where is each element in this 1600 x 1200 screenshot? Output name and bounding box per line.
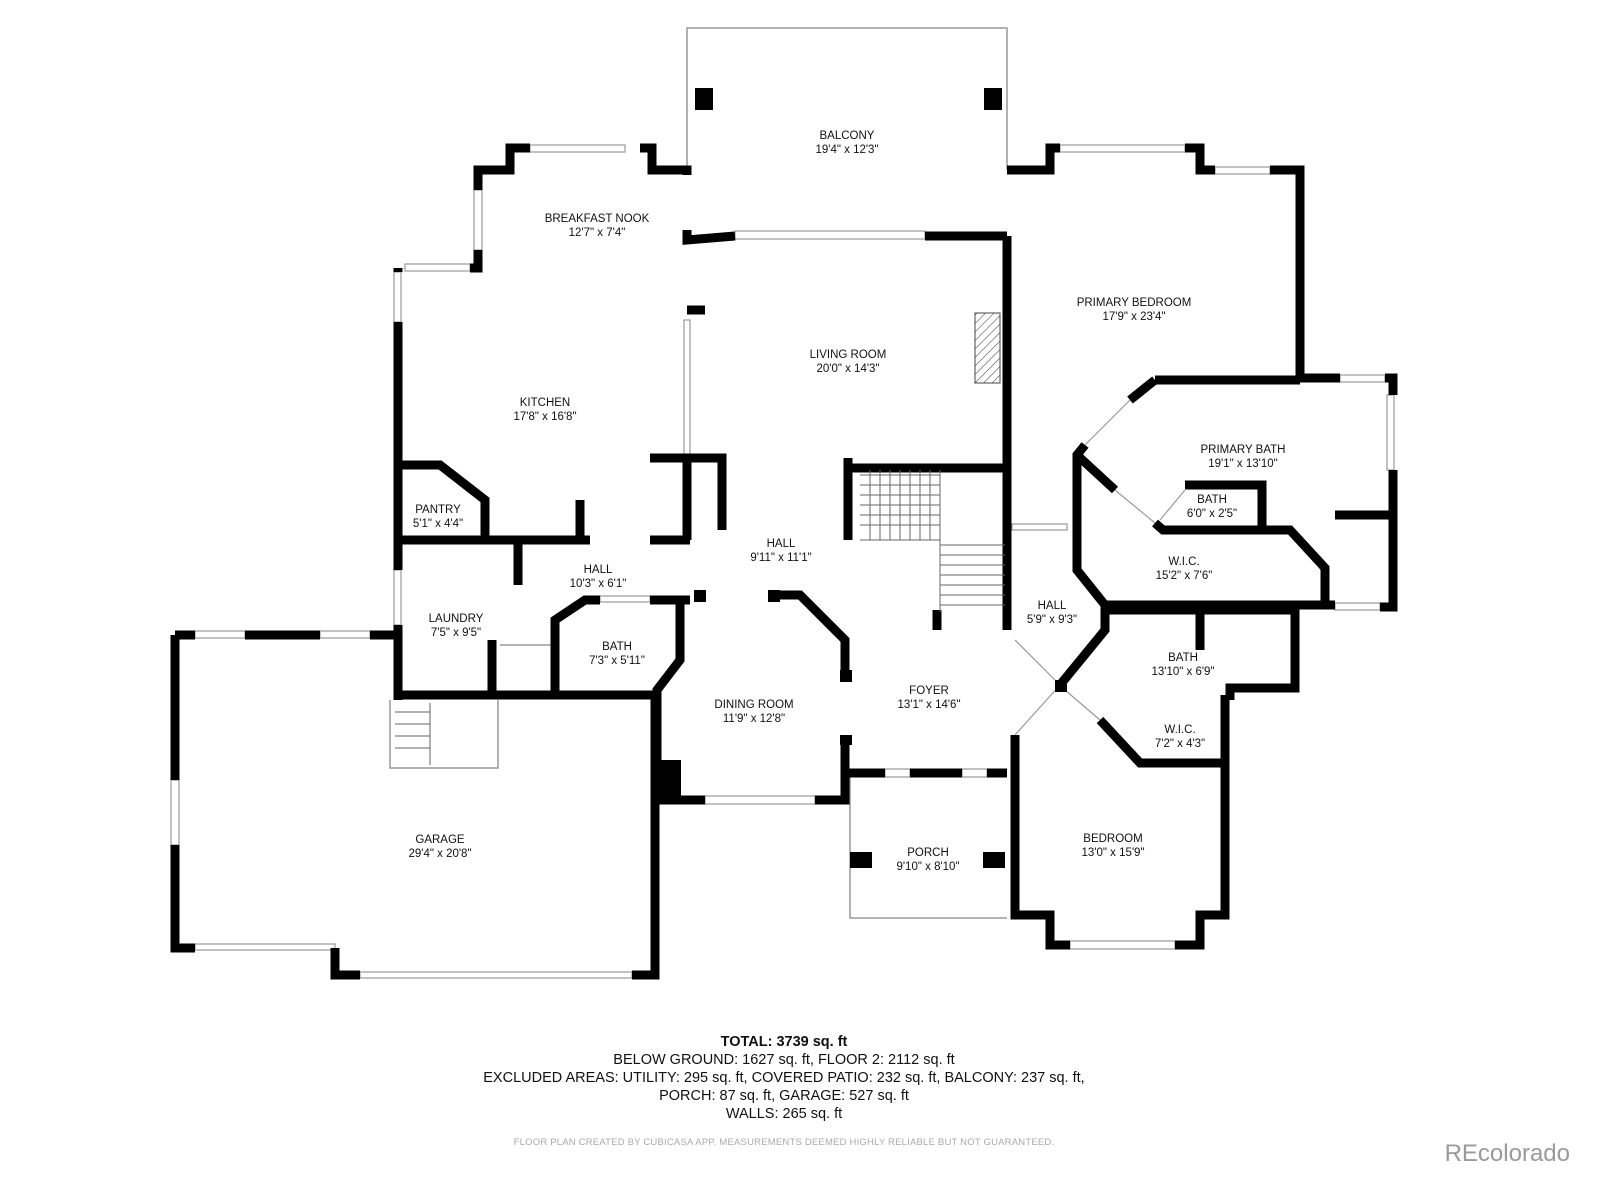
room-foyer: FOYER 13'1" x 14'6" (897, 684, 960, 712)
room-porch: PORCH 9'10" x 8'10" (896, 846, 959, 874)
room-bath-hall: BATH 7'3" x 5'11" (589, 640, 645, 668)
room-dims: 10'3" x 6'1" (569, 578, 627, 590)
room-dims: 29'4" x 20'8" (408, 848, 472, 860)
room-wic-primary: W.I.C. 15'2" x 7'6" (1156, 555, 1213, 583)
room-dims: 6'0" x 2'5" (1186, 508, 1238, 520)
room-name: LAUNDRY (428, 613, 484, 625)
summary-line: EXCLUDED AREAS: UTILITY: 295 sq. ft, COV… (483, 1070, 1085, 1086)
room-kitchen: KITCHEN 17'8" x 16'8" (513, 396, 576, 424)
room-dims: 13'1" x 14'6" (897, 699, 961, 711)
room-bath-small: BATH 6'0" x 2'5" (1187, 493, 1237, 521)
room-name: PRIMARY BATH (1200, 444, 1286, 456)
room-laundry: LAUNDRY 7'5" x 9'5" (429, 612, 484, 640)
room-dims: 17'9" x 23'4" (1102, 311, 1166, 323)
room-dims: 5'1" x 4'4" (412, 518, 464, 530)
room-dims: 20'0" x 14'3" (816, 363, 880, 375)
room-name: BATH (602, 641, 632, 653)
total-area: TOTAL: 3739 sq. ft (720, 1034, 848, 1050)
room-name: DINING ROOM (714, 699, 794, 711)
room-name: PORCH (907, 847, 949, 859)
room-dining-room: DINING ROOM 11'9" x 12'8" (714, 698, 793, 726)
room-dims: 13'0" x 15'9" (1081, 847, 1145, 859)
room-name: HALL (583, 564, 613, 576)
room-dims: 17'8" x 16'8" (513, 411, 577, 423)
room-living-room: LIVING ROOM 20'0" x 14'3" (810, 348, 887, 376)
room-dims: 5'9" x 9'3" (1026, 614, 1078, 626)
room-dims: 11'9" x 12'8" (722, 713, 786, 725)
room-dims: 19'1" x 13'10" (1208, 458, 1278, 470)
room-dims: 7'5" x 9'5" (430, 627, 482, 639)
room-dims: 15'2" x 7'6" (1155, 570, 1213, 582)
room-name: W.I.C. (1168, 556, 1200, 568)
room-dims: 9'10" x 8'10" (896, 861, 960, 873)
disclaimer: FLOOR PLAN CREATED BY CUBICASA APP. MEAS… (513, 1137, 1055, 1148)
room-balcony: BALCONY 19'4" x 12'3" (815, 129, 878, 157)
walls (170, 143, 1398, 980)
room-primary-bath: PRIMARY BATH 19'1" x 13'10" (1201, 443, 1286, 471)
room-garage: GARAGE 29'4" x 20'8" (408, 833, 471, 861)
stairs (395, 470, 1005, 765)
room-breakfast-nook: BREAKFAST NOOK 12'7" x 7'4" (545, 212, 650, 240)
room-name: BALCONY (819, 130, 875, 142)
room-name: GARAGE (415, 834, 465, 846)
room-dims: 19'4" x 12'3" (815, 144, 879, 156)
room-dims: 7'3" x 5'11" (589, 655, 645, 667)
room-name: BATH (1197, 494, 1227, 506)
room-wic-bedroom: W.I.C. 7'2" x 4'3" (1155, 723, 1205, 751)
room-dims: 12'7" x 7'4" (568, 227, 626, 239)
room-hall-right: HALL 5'9" x 9'3" (1027, 599, 1077, 627)
room-name: W.I.C. (1164, 724, 1196, 736)
room-name: HALL (766, 538, 796, 550)
room-name: PRIMARY BEDROOM (1076, 297, 1192, 309)
room-primary-bedroom: PRIMARY BEDROOM 17'9" x 23'4" (1077, 296, 1192, 324)
room-name: HALL (1037, 600, 1067, 612)
room-dims: 9'11" x 11'1" (750, 552, 812, 564)
summary-line: PORCH: 87 sq. ft, GARAGE: 527 sq. ft (659, 1088, 909, 1104)
room-name: KITCHEN (519, 397, 571, 409)
room-name: FOYER (909, 685, 949, 697)
watermark-logo: REcolorado (1444, 1140, 1570, 1167)
room-name: LIVING ROOM (809, 349, 887, 361)
area-summary: TOTAL: 3739 sq. ft BELOW GROUND: 1627 sq… (0, 1033, 1568, 1123)
room-pantry: PANTRY 5'1" x 4'4" (413, 503, 463, 531)
room-bath-bedroom: BATH 13'10" x 6'9" (1151, 651, 1214, 679)
summary-line: BELOW GROUND: 1627 sq. ft, FLOOR 2: 2112… (613, 1052, 955, 1068)
fireplace (974, 312, 1001, 384)
room-hall-laundry: HALL 10'3" x 6'1" (570, 563, 627, 591)
room-dims: 13'10" x 6'9" (1151, 666, 1215, 678)
room-dims: 7'2" x 4'3" (1154, 738, 1206, 750)
thin-outlines (389, 27, 1008, 919)
room-name: BEDROOM (1083, 833, 1143, 845)
summary-line: WALLS: 265 sq. ft (725, 1106, 843, 1122)
room-name: BREAKFAST NOOK (544, 213, 650, 225)
room-name: BATH (1168, 652, 1198, 664)
room-hall-center: HALL 9'11" x 11'1" (750, 537, 811, 565)
posts (657, 88, 1067, 868)
room-bedroom: BEDROOM 13'0" x 15'9" (1081, 832, 1144, 860)
room-name: PANTRY (415, 504, 461, 516)
